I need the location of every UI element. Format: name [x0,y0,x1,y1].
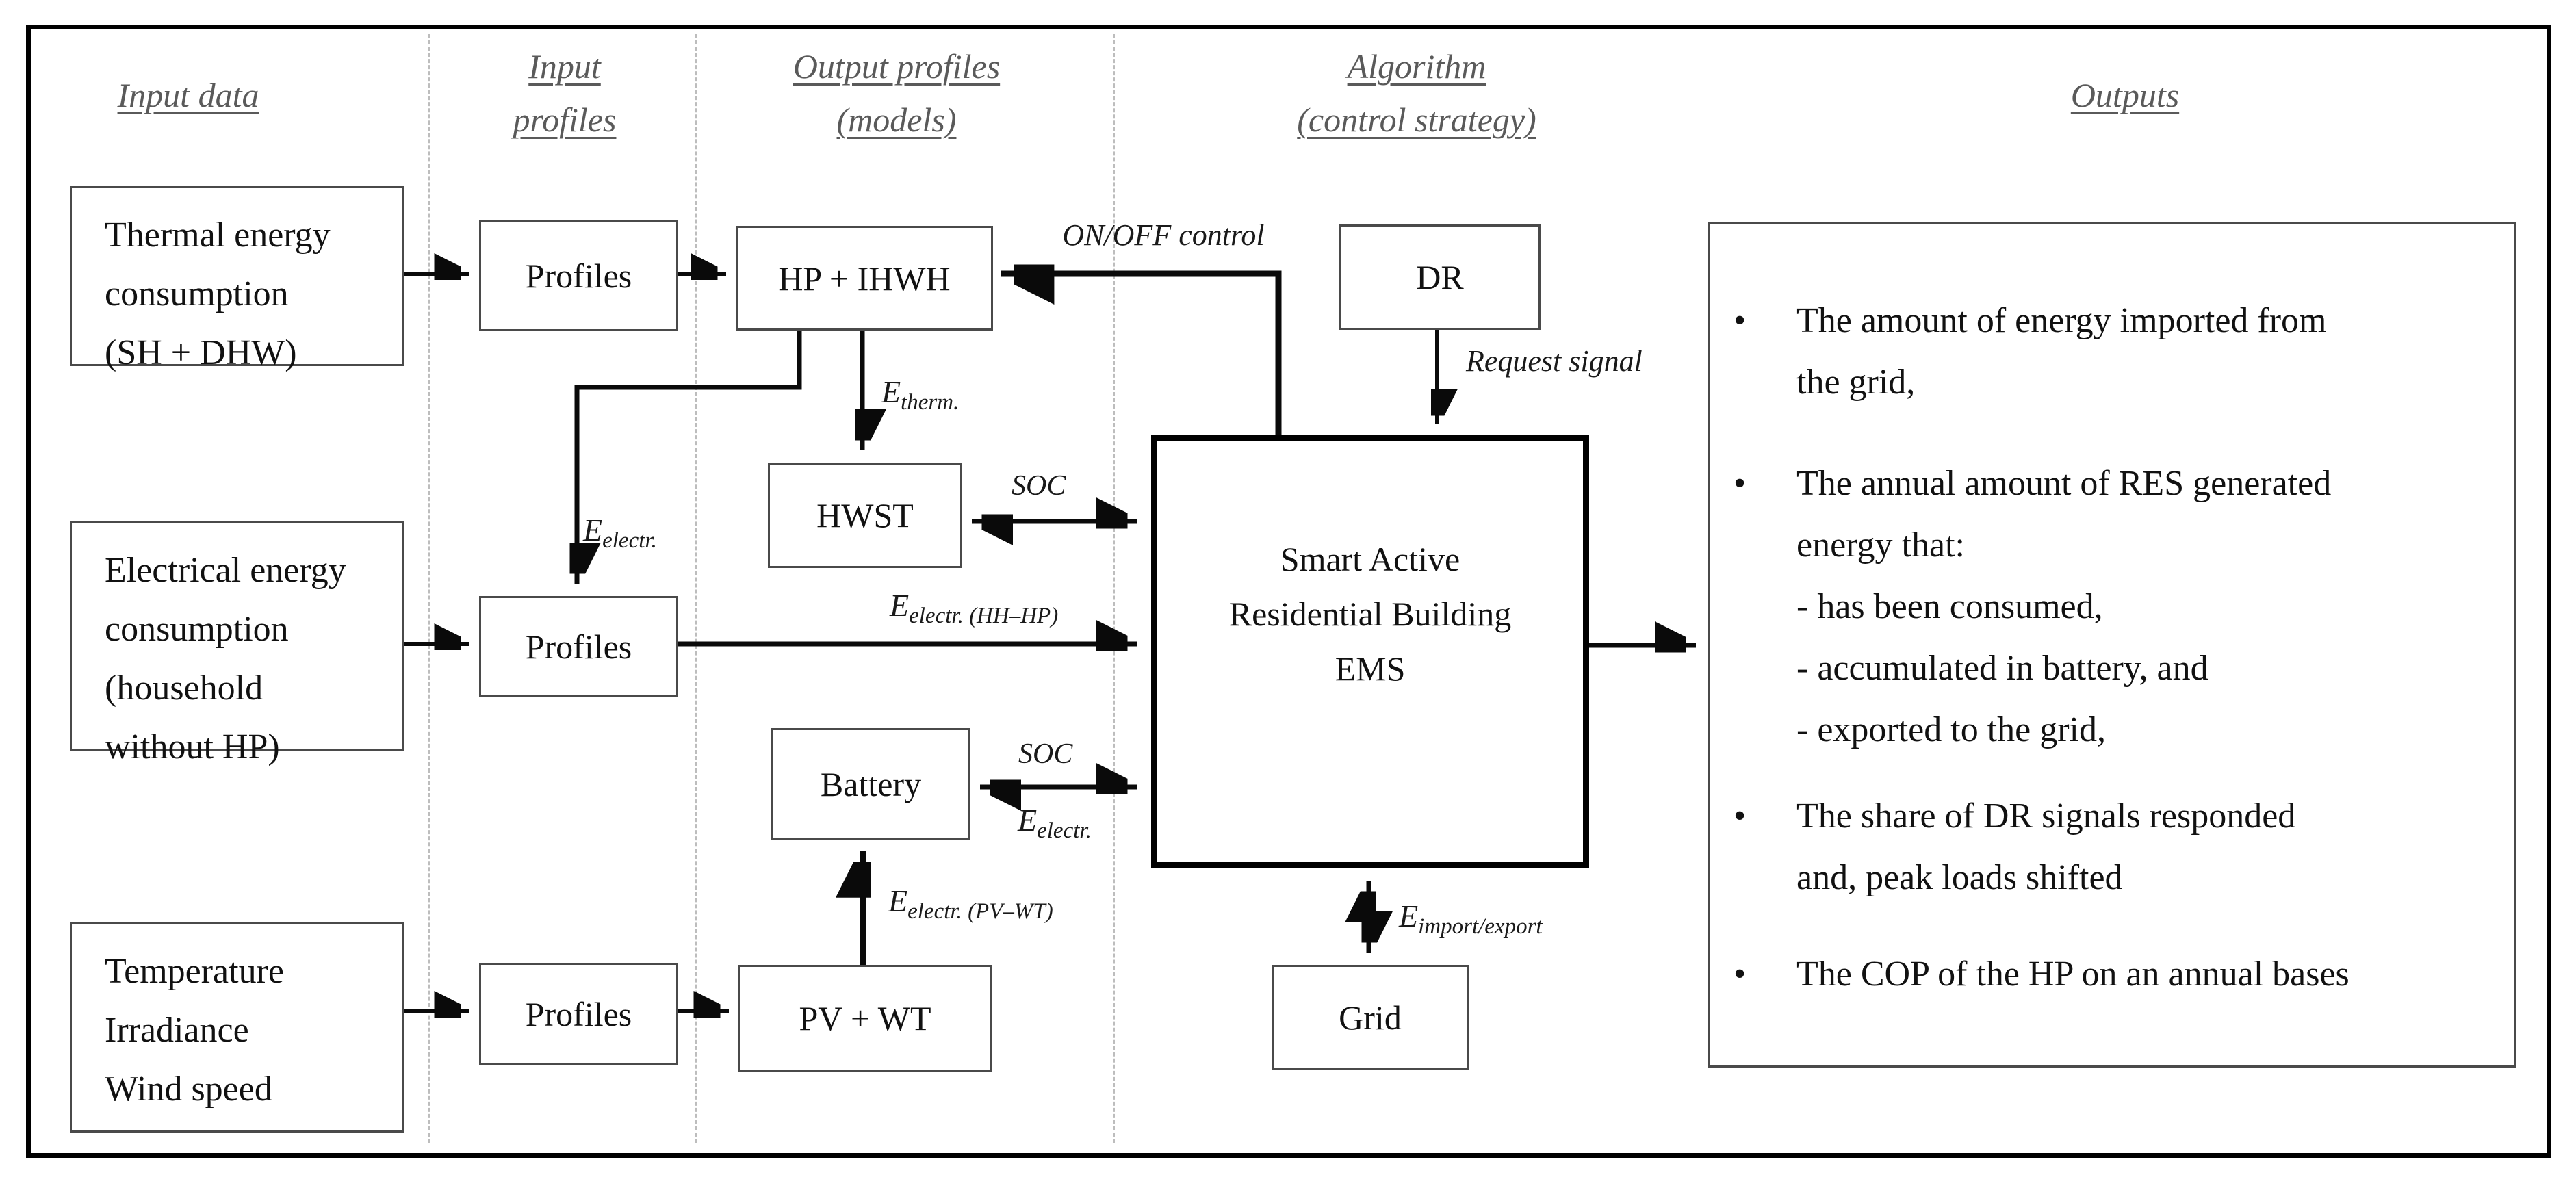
box-hwst-label: HWST [816,496,914,534]
box-thermal-line1: Thermal energy [105,216,331,255]
outputs-bullet-4: • The COP of the HP on an annual bases [1734,944,2349,1005]
box-hwst: HWST [768,463,962,568]
header-output-profiles: Output profiles (models) [746,40,1047,146]
box-electrical-input: Electrical energy consumption (household… [70,521,404,766]
outputs-bullet-1-text: The amount of energy imported from the g… [1796,290,2327,413]
outputs-bullet-1: • The amount of energy imported from the… [1734,290,2327,413]
header-input-data: Input data [62,68,315,122]
outputs-bullet-2-line1: The annual amount of RES generated [1796,464,2332,503]
box-electrical-line2: consumption [105,610,289,649]
label-request-signal: Request signal [1466,344,1643,378]
label-e-electr-pv-wt-main: E [888,883,908,918]
box-ems-line1: Smart Active [1280,539,1460,578]
bullet-dot-icon: • [1734,464,1747,503]
column-divider-2 [695,34,697,1143]
label-e-import-export-main: E [1399,898,1419,933]
box-weather-line1: Temperature [105,952,284,991]
label-e-electr-battery-sub: electr. [1037,818,1092,844]
label-e-electr-pv-wt: Eelectr. (PV–WT) [888,883,1053,923]
header-outputs-line: Outputs [2070,76,2180,114]
header-input-profiles: Input profiles [479,40,650,146]
bullet-dot-icon: • [1734,955,1747,994]
header-output-profiles-line1: Output profiles [793,47,1001,86]
box-electrical-line4: without HP) [105,727,280,766]
header-algorithm-line1: Algorithm [1347,47,1486,86]
bullet-dot-icon: • [1734,301,1747,340]
box-ems-line2: Residential Building [1228,594,1512,633]
label-soc-hwst: SOC [1012,470,1066,502]
box-profiles-2-label: Profiles [525,627,632,666]
box-hp-ihwh-label: HP + IHWH [778,259,951,298]
label-on-off-control: ON/OFF control [1062,218,1265,252]
outputs-bullet-3: • The share of DR signals responded and,… [1734,786,2295,909]
column-divider-1 [428,34,430,1143]
outputs-bullet-2-line3: - has been consumed, [1796,587,2103,626]
label-e-electr-branch-main: E [583,513,603,547]
outputs-bullet-1-line2: the grid, [1796,363,1916,402]
label-soc-battery: SOC [1018,738,1073,770]
box-weather-line2: Irradiance [105,1011,249,1050]
outputs-bullet-4-line1: The COP of the HP on an annual bases [1796,955,2349,994]
outputs-bullet-3-text: The share of DR signals responded and, p… [1796,786,2295,909]
outputs-bullet-2-line2: energy that: [1796,526,1965,565]
header-input-profiles-line1: Input [528,47,601,86]
box-electrical-line3: (household [105,669,263,708]
label-e-electr-hh-hp-sub: electr. (HH–HP) [909,604,1059,629]
label-e-therm-sub: therm. [901,390,959,415]
box-outputs [1708,222,2516,1068]
label-e-electr-pv-wt-sub: electr. (PV–WT) [907,899,1053,924]
box-pv-wt-label: PV + WT [799,999,931,1037]
box-thermal-line3: (SH + DHW) [105,333,297,372]
box-profiles-1: Profiles [479,220,678,331]
header-input-profiles-line2: profiles [513,101,617,139]
outputs-bullet-2: • The annual amount of RES generated ene… [1734,453,2331,761]
box-battery-label: Battery [820,764,922,803]
header-algorithm: Algorithm (control strategy) [1246,40,1588,146]
label-e-electr-battery: Eelectr. [1018,802,1092,842]
box-dr: DR [1339,224,1541,330]
outputs-bullet-2-line4: - accumulated in battery, and [1796,649,2208,688]
bullet-dot-icon: • [1734,797,1747,836]
label-e-import-export-sub: import/export [1418,914,1543,940]
box-thermal-line2: consumption [105,274,289,313]
box-pv-wt: PV + WT [738,965,992,1072]
box-battery: Battery [771,728,970,840]
label-e-electr-battery-main: E [1018,803,1038,838]
outputs-bullet-2-text: The annual amount of RES generated energ… [1796,453,2331,761]
box-dr-label: DR [1416,258,1464,296]
box-hp-ihwh: HP + IHWH [736,226,993,331]
box-profiles-3-label: Profiles [525,994,632,1033]
label-e-therm: Etherm. [881,374,959,414]
box-electrical-line1: Electrical energy [105,551,346,590]
box-weather-input: Temperature Irradiance Wind speed [70,922,404,1133]
outputs-bullet-4-text: The COP of the HP on an annual bases [1796,944,2349,1005]
outputs-bullet-3-line1: The share of DR signals responded [1796,797,2296,836]
header-output-profiles-line2: (models) [836,101,957,139]
outputs-bullet-1-line1: The amount of energy imported from [1796,301,2327,340]
label-e-therm-main: E [881,374,901,409]
label-e-electr-branch: Eelectr. [583,512,657,552]
label-e-import-export: Eimport/export [1399,898,1543,938]
outputs-bullet-2-line5: - exported to the grid, [1796,710,2106,749]
box-ems: Smart Active Residential Building EMS [1151,435,1589,868]
box-ems-line3: EMS [1335,649,1406,688]
box-profiles-3: Profiles [479,963,678,1065]
header-outputs: Outputs [2036,68,2214,122]
box-weather-line3: Wind speed [105,1070,272,1109]
column-divider-3 [1113,34,1115,1143]
box-profiles-1-label: Profiles [525,257,632,295]
label-e-electr-hh-hp-main: E [890,588,910,623]
label-e-electr-branch-sub: electr. [602,528,657,554]
label-e-electr-hh-hp: Eelectr. (HH–HP) [890,587,1058,628]
box-grid: Grid [1272,965,1469,1070]
header-input-data-line: Input data [117,76,259,114]
box-grid-label: Grid [1339,998,1402,1037]
outputs-bullet-3-line2: and, peak loads shifted [1796,858,2123,897]
box-profiles-2: Profiles [479,596,678,697]
header-algorithm-line2: (control strategy) [1297,101,1536,139]
box-thermal-input: Thermal energy consumption (SH + DHW) [70,186,404,372]
